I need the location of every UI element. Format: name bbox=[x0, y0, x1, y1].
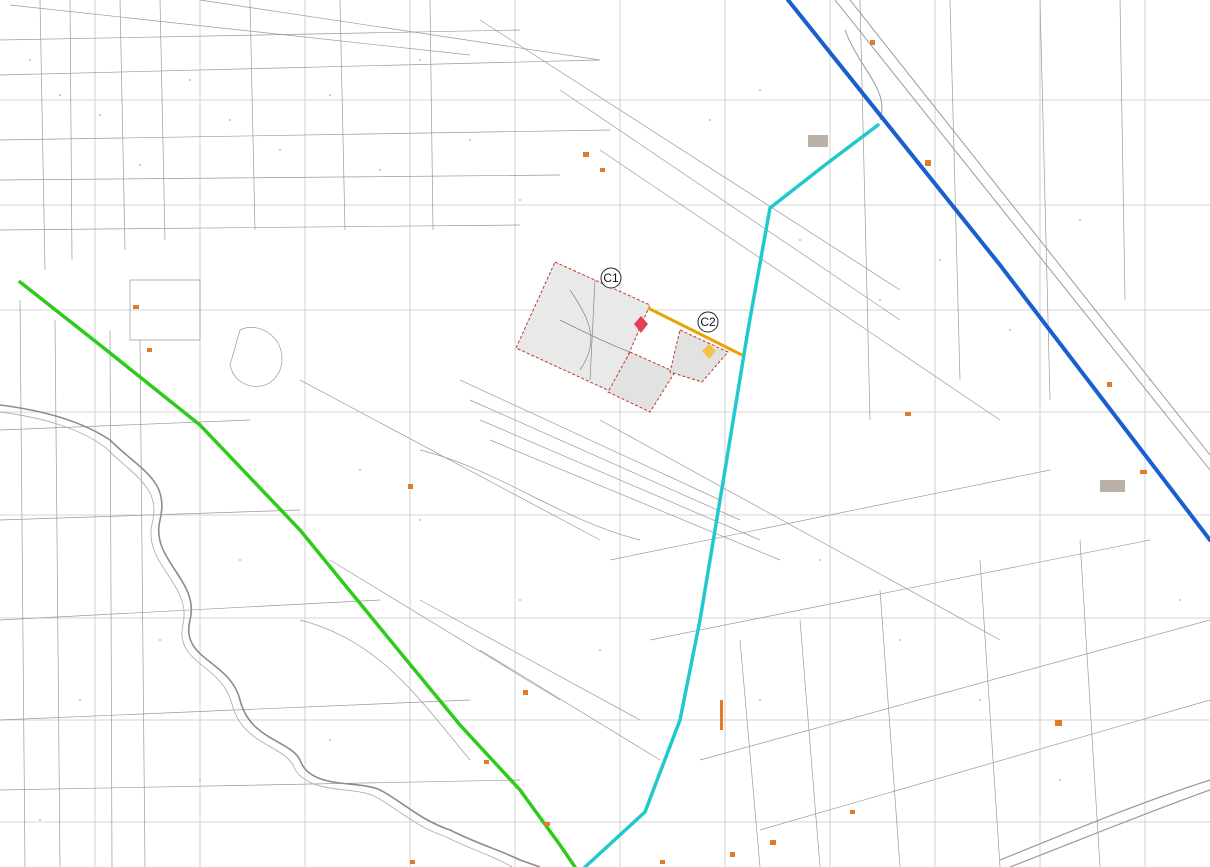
yellow-marker-icon bbox=[702, 344, 716, 359]
project-area[interactable] bbox=[515, 261, 729, 413]
orange-connection-segment[interactable] bbox=[647, 306, 743, 357]
area-c2-parcel[interactable] bbox=[669, 329, 729, 383]
area-c1-parcel[interactable] bbox=[515, 261, 651, 393]
label-c1-text: C1 bbox=[603, 271, 619, 285]
river bbox=[0, 404, 541, 867]
area-c1-south-parcel[interactable] bbox=[607, 351, 676, 413]
south-road bbox=[999, 779, 1210, 867]
building-markers bbox=[133, 40, 1147, 864]
blue-route[interactable] bbox=[786, 0, 1210, 542]
label-c2-circle bbox=[697, 311, 719, 333]
area-internal-lines bbox=[559, 279, 631, 381]
industrial-blocks bbox=[808, 135, 1125, 492]
label-c1-circle bbox=[600, 267, 622, 289]
yellow-marker[interactable] bbox=[702, 344, 716, 359]
motorway bbox=[834, 0, 1210, 471]
label-c2[interactable]: C2 bbox=[697, 311, 719, 333]
red-marker-icon bbox=[634, 316, 648, 333]
label-c1[interactable]: C1 bbox=[600, 267, 622, 289]
label-c2-text: C2 bbox=[700, 315, 716, 329]
river-bank bbox=[0, 411, 513, 867]
cyan-route[interactable] bbox=[583, 123, 880, 867]
green-route[interactable] bbox=[18, 280, 577, 867]
red-marker[interactable] bbox=[634, 316, 648, 333]
